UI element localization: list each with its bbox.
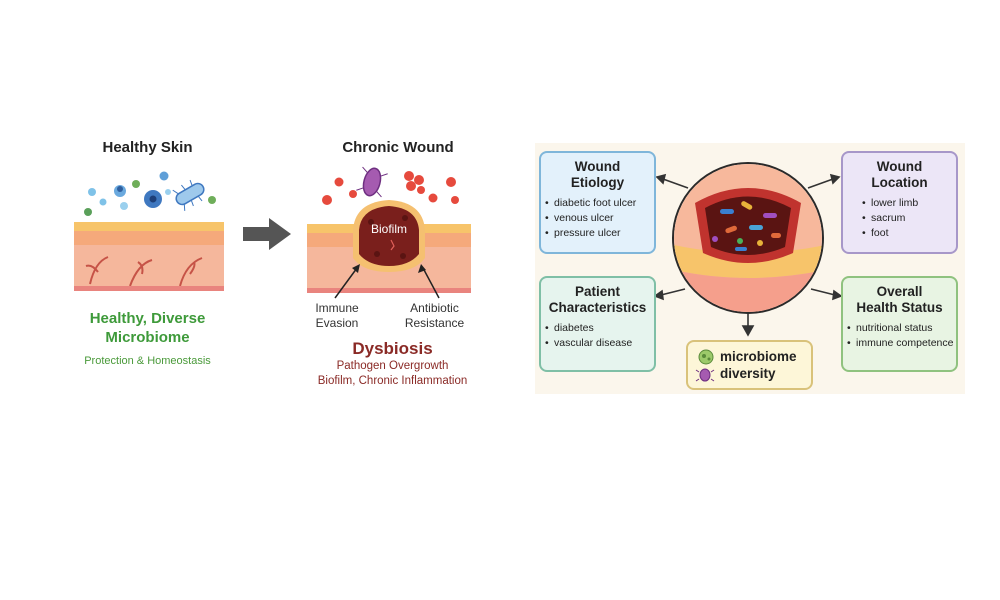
healthy-subcaption: Protection & Homeostasis (84, 355, 211, 367)
microbe-dot (88, 188, 96, 196)
dysbiosis-title: Dysbiosis (352, 339, 433, 358)
purple-bacterium-icon (356, 166, 388, 198)
list-item: venous ulcer (545, 211, 654, 226)
healthy-caption: Healthy, Diverse Microbiome (60, 309, 235, 347)
biofilm-label: Biofilm (370, 222, 407, 236)
skin-surface-layer (74, 222, 224, 231)
healthy-skin-illustration (74, 171, 224, 291)
overall-health-box: Overall Health Status nutritional status… (841, 276, 958, 372)
biofilm-mass (359, 206, 419, 266)
microbe-icon (695, 349, 715, 382)
microbe-dot (132, 180, 140, 188)
microbe-dot (208, 196, 216, 204)
chronic-wound-title: Chronic Wound (342, 139, 454, 156)
list-item: diabetic foot ulcer (545, 196, 654, 211)
patient-characteristics-list: diabetes vascular disease (541, 321, 654, 351)
list-item: sacrum (862, 211, 956, 226)
microbe-dot (120, 202, 128, 210)
immune-label-line2: Evasion (315, 316, 359, 330)
wound-location-list: lower limb sacrum foot (843, 196, 956, 241)
overall-health-title-line2: Health Status (856, 300, 943, 315)
wound-etiology-title: Wound Etiology (541, 159, 654, 191)
right-arrow-icon (243, 218, 291, 250)
wound-location-title: Wound Location (843, 159, 956, 191)
overall-health-title-line1: Overall (876, 284, 923, 299)
chronic-wound-illustration (307, 166, 471, 299)
microbiome-line2: diversity (720, 366, 776, 381)
pathogen-dot (446, 177, 456, 187)
wound-etiology-list: diabetic foot ulcer venous ulcer pressur… (541, 196, 654, 241)
pathogen-dot (451, 196, 459, 204)
dysbiosis-subtitle: Pathogen Overgrowth Biofilm, Chronic Inf… (295, 359, 490, 389)
microbe-dot (165, 189, 171, 195)
pathogen-dot (349, 190, 357, 198)
microbiome-diversity-box: microbiome diversity (686, 340, 813, 390)
microbiome-line1: microbiome (720, 349, 797, 364)
patient-title-line2: Characteristics (548, 300, 647, 315)
healthy-caption-line1: Healthy, Diverse (89, 310, 206, 327)
healthy-caption-line2: Microbiome (105, 329, 190, 346)
immune-label-line1: Immune (315, 301, 359, 315)
list-item: nutritional status (847, 321, 956, 336)
microbe-dot (159, 171, 169, 181)
wound-location-title-line1: Wound (876, 159, 923, 174)
healthy-skin-title: Healthy Skin (102, 139, 193, 156)
wound-factors-diagram (653, 162, 843, 337)
patient-characteristics-title: Patient Characteristics (541, 284, 654, 316)
overall-health-title: Overall Health Status (843, 284, 956, 316)
microbe-dot (99, 198, 107, 206)
antibiotic-label-line2: Resistance (404, 316, 465, 330)
wound-location-box: Wound Location lower limb sacrum foot (841, 151, 958, 254)
list-item: pressure ulcer (545, 226, 654, 241)
antibiotic-resistance-label: Antibiotic Resistance (392, 301, 477, 331)
dysbiosis-sub-line1: Pathogen Overgrowth (336, 360, 449, 372)
microbiome-diversity-label: microbiome diversity (720, 348, 797, 382)
list-item: foot (862, 226, 956, 241)
patient-characteristics-box: Patient Characteristics diabetes vascula… (539, 276, 656, 372)
microbe-dot (84, 208, 92, 216)
red-cluster-icon (404, 171, 425, 194)
list-item: lower limb (862, 196, 956, 211)
blood-vessels (85, 256, 203, 287)
list-item: immune competence (847, 336, 956, 351)
immune-evasion-label: Immune Evasion (302, 301, 372, 331)
pathogen-dot (334, 177, 344, 187)
wound-etiology-title-line1: Wound (574, 159, 621, 174)
list-item: diabetes (545, 321, 654, 336)
patient-title-line1: Patient (574, 284, 620, 299)
rod-bacterium-icon (172, 179, 205, 211)
wound-location-title-line2: Location (871, 175, 928, 190)
wound-etiology-box: Wound Etiology diabetic foot ulcer venou… (539, 151, 656, 254)
overall-health-list: nutritional status immune competence (843, 321, 956, 351)
wound-etiology-title-line2: Etiology (570, 175, 625, 190)
dysbiosis-sub-line2: Biofilm, Chronic Inflammation (317, 375, 468, 387)
list-item: vascular disease (545, 336, 654, 351)
antibiotic-label-line1: Antibiotic (410, 301, 459, 315)
pathogen-dot (428, 193, 438, 203)
pathogen-dot (322, 195, 332, 205)
